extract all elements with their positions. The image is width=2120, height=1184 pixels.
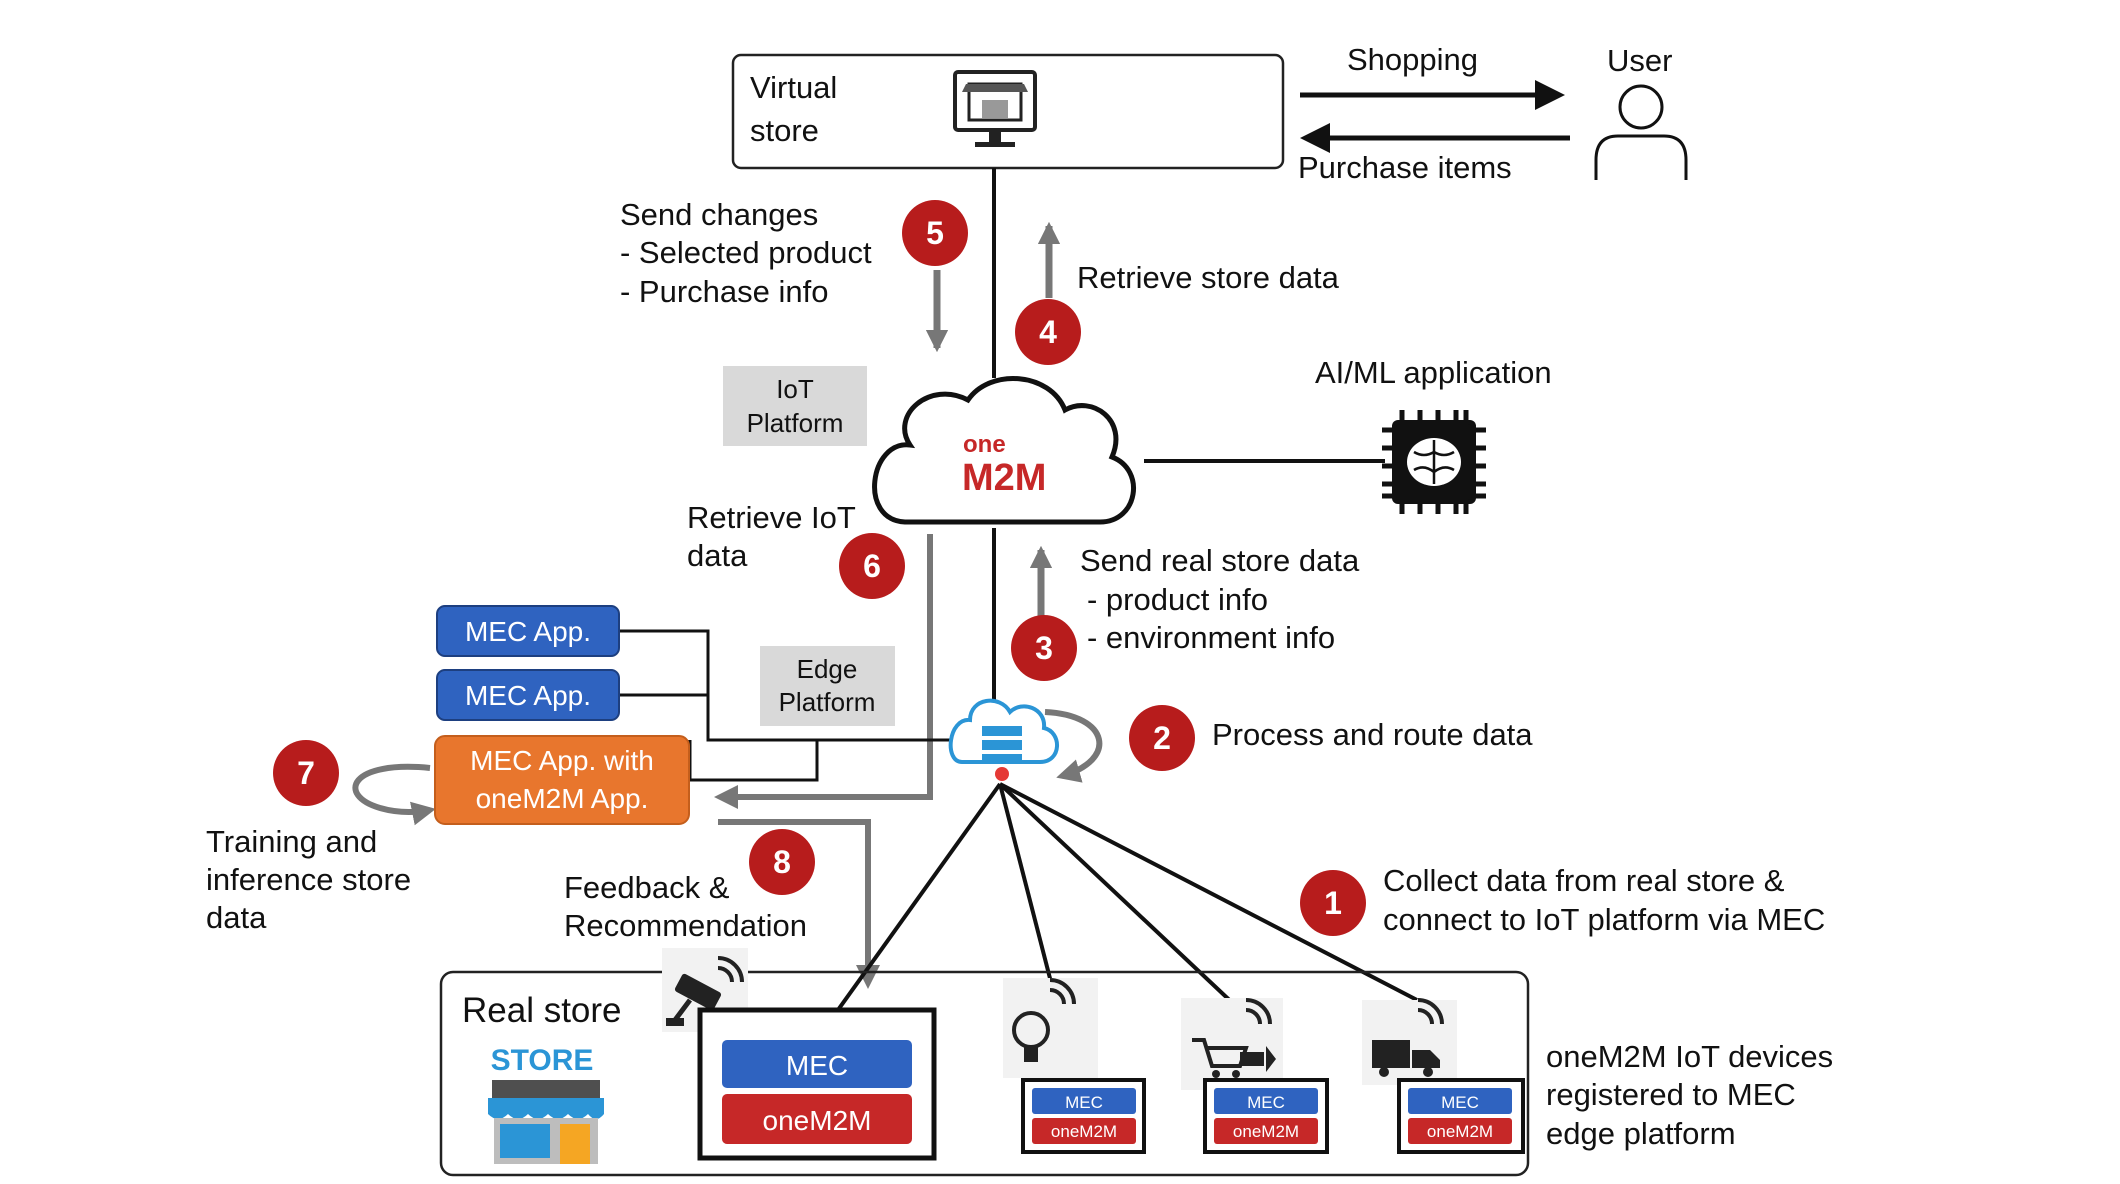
edge-platform-line1: Edge [797,654,858,684]
step3-badge [1011,615,1077,681]
iot-platform-line2: Platform [747,408,844,438]
truck-icon [1362,998,1457,1085]
bulb-mec-box [1032,1088,1136,1114]
cart-onem2m-label: oneM2M [1233,1122,1299,1141]
truck-mec-label: MEC [1441,1093,1479,1112]
step1-line1: Collect data from real store & [1383,863,1785,898]
edge-server-icon [948,698,1059,781]
user-icon [1594,84,1688,180]
mec-onem2m-app-line1: MEC App. with [470,745,654,776]
mec-onem2m-app-line2: oneM2M App. [476,783,649,814]
real-store-label: Real store [462,991,622,1030]
step7-line2: inference store [206,862,411,897]
step4-number: 4 [1039,314,1057,350]
cart-onem2m-box [1214,1118,1318,1144]
cart-icon [1181,998,1283,1090]
mec-app-2-box [436,669,620,721]
aiml-label: AI/ML application [1315,355,1552,390]
step6-line1: Retrieve IoT [687,500,856,535]
onem2m-logo-bottom: M2M [962,457,1046,499]
virtual-store-label-line2: store [750,113,819,148]
purchase-items-label: Purchase items [1298,150,1512,185]
cart-mec-label: MEC [1247,1093,1285,1112]
step5-badge [902,200,968,266]
store-icon: STORE [488,1044,604,1164]
cloud-icon [872,376,1136,525]
shopping-label: Shopping [1347,42,1478,77]
step2-number: 2 [1153,720,1171,756]
bulb-onem2m-label: oneM2M [1051,1122,1117,1141]
step8-line1: Feedback & [564,870,730,905]
step3-line3: - environment info [1087,620,1335,655]
real-store-box [439,970,1530,1177]
truck-mec-box [1408,1088,1512,1114]
iot-platform-box [723,366,867,446]
step5-line3: - Purchase info [620,274,829,309]
step7-loop-arrow [352,763,436,826]
step2-badge [1129,705,1195,771]
big-mec-label: MEC [786,1050,848,1081]
step7-line1: Training and [206,824,377,859]
devices-note-line3: edge platform [1546,1116,1736,1151]
step4-label: Retrieve store data [1077,260,1340,295]
step8-badge [749,829,815,895]
bulb-icon [1003,978,1098,1078]
step2-label: Process and route data [1212,717,1533,752]
step6-number: 6 [863,548,881,584]
step3-number: 3 [1035,630,1053,666]
step4-badge [1015,299,1081,365]
step6-line2: data [687,538,748,573]
truck-onem2m-box [1408,1118,1512,1144]
onem2m-logo-top: one [963,431,1006,458]
step5-line2: - Selected product [620,235,872,270]
virtual-store-box: Virtual store [731,53,1285,170]
onem2m-logo: one M2M [962,431,1046,499]
mec-app-2-label: MEC App. [465,680,591,711]
bulb-onem2m-box [1032,1118,1136,1144]
step8-number: 8 [773,844,791,880]
big-onem2m-label: oneM2M [763,1105,872,1136]
edge-platform-line2: Platform [779,687,876,717]
big-onem2m-box [722,1094,912,1144]
step8-line2: Recommendation [564,908,807,943]
user-label: User [1607,43,1672,78]
mec-app-3-link [688,740,819,782]
step2-loop-arrow [1044,709,1103,783]
step5-number: 5 [926,215,944,251]
step1-line2: connect to IoT platform via MEC [1383,902,1825,937]
mec-app-1-box [436,605,620,657]
mec-onem2m-app-box [434,735,690,825]
step7-line3: data [206,900,267,935]
bulb-mec-label: MEC [1065,1093,1103,1112]
step1-number: 1 [1324,885,1342,921]
truck-onem2m-label: oneM2M [1427,1122,1493,1141]
step1-badge [1300,870,1366,936]
big-mec-box [722,1040,912,1088]
step3-line2: - product info [1087,582,1268,617]
ai-chip-icon [1382,410,1486,514]
step8-arrow [718,819,880,989]
devices-note-line2: registered to MEC [1546,1077,1796,1112]
iot-platform-line1: IoT [776,374,814,404]
step5-line1: Send changes [620,197,818,232]
mec-app-1-link [620,629,950,742]
devices-note-line1: oneM2M IoT devices [1546,1039,1833,1074]
mec-app-1-label: MEC App. [465,616,591,647]
cart-mec-box [1214,1088,1318,1114]
store-sign: STORE [491,1044,594,1077]
step6-badge [839,533,905,599]
step6-arrow [714,534,933,809]
edge-platform-box [760,646,895,726]
step7-number: 7 [297,755,315,791]
step7-badge [273,740,339,806]
monitor-store-icon [953,70,1037,147]
virtual-store-label-line1: Virtual [750,70,837,105]
step3-line1: Send real store data [1080,543,1360,578]
